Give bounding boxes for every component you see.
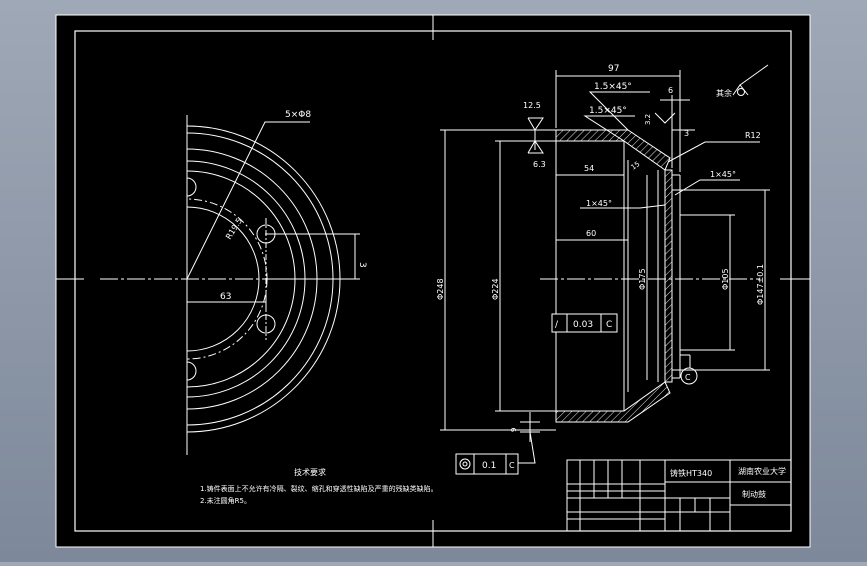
position-value: 0.1 — [482, 461, 496, 471]
position-tolerance-frame — [455, 453, 519, 475]
roughness-rest: 其余 — [716, 88, 732, 98]
front-view — [100, 115, 360, 455]
tol-pos-leader — [518, 431, 536, 464]
title-block-grid — [567, 460, 730, 531]
centering-marks — [56, 15, 810, 547]
chamfer-inner: 1.5×45° — [589, 106, 627, 116]
dia-175: Φ175 — [638, 268, 647, 290]
radius-leader — [667, 141, 760, 163]
datum-c-label: C — [685, 373, 691, 382]
width-dim: 63 — [220, 292, 231, 302]
dia-224: Φ224 — [491, 278, 500, 300]
bolt-hole — [187, 361, 197, 381]
section-end-plate — [664, 169, 673, 383]
material-label: 铸铁HT340 — [670, 468, 712, 478]
notes-title: 技术要求 — [294, 467, 326, 477]
roughness-symbol — [527, 140, 544, 154]
dim-60: 60 — [586, 229, 596, 238]
dim-97: 97 — [608, 64, 619, 74]
dia-248: Φ248 — [436, 278, 445, 300]
chamfer-1: 1×45° — [586, 199, 612, 208]
angle-15: 15 — [630, 160, 642, 172]
drawing-sheet — [55, 14, 811, 548]
offset-dim: 3 — [357, 262, 367, 268]
roughness-3-2: 3.2 — [644, 114, 652, 125]
roughness-symbol — [654, 112, 676, 124]
runout-value: 0.03 — [573, 320, 593, 330]
dim-9: 9 — [510, 428, 518, 432]
school-name: 湖南农业大学 — [738, 466, 786, 476]
position-datum: C — [509, 461, 515, 470]
bolt-hole — [187, 177, 197, 197]
chamfer-1-leader — [580, 204, 666, 209]
chamfer-top: 1.5×45° — [594, 82, 632, 92]
holes-callout: 5×Φ8 — [285, 110, 311, 120]
runout-datum: C — [606, 320, 612, 330]
chamfer-inner-leader — [583, 115, 635, 142]
section-view — [440, 64, 770, 475]
chamfer-2: 1×45° — [710, 170, 736, 179]
datum-c-circle — [680, 367, 698, 385]
runout-symbol: ∕ — [555, 320, 559, 330]
notes-line-2: 2.未注圆角R5。 — [200, 496, 251, 505]
notes-line-1: 1.铸件表面上不允许有冷隔、裂纹、缩孔和穿透性缺陷及严重的残缺类缺陷。 — [200, 484, 438, 493]
part-name: 制动鼓 — [742, 489, 766, 499]
chamfer-top-leader — [588, 91, 650, 131]
radius-label: R12 — [745, 131, 761, 140]
holes-leader — [186, 121, 310, 280]
dim-54: 54 — [584, 164, 594, 173]
dim-3: 3 — [684, 129, 689, 138]
roughness-12-5: 12.5 — [523, 101, 541, 110]
dim-6: 6 — [668, 86, 673, 95]
title-block — [566, 459, 792, 532]
roughness-symbol — [527, 117, 544, 131]
dia-105: Φ105 — [721, 268, 730, 290]
roughness-6-3: 6.3 — [533, 160, 546, 169]
dia-147: Φ147±0.1 — [756, 264, 765, 305]
